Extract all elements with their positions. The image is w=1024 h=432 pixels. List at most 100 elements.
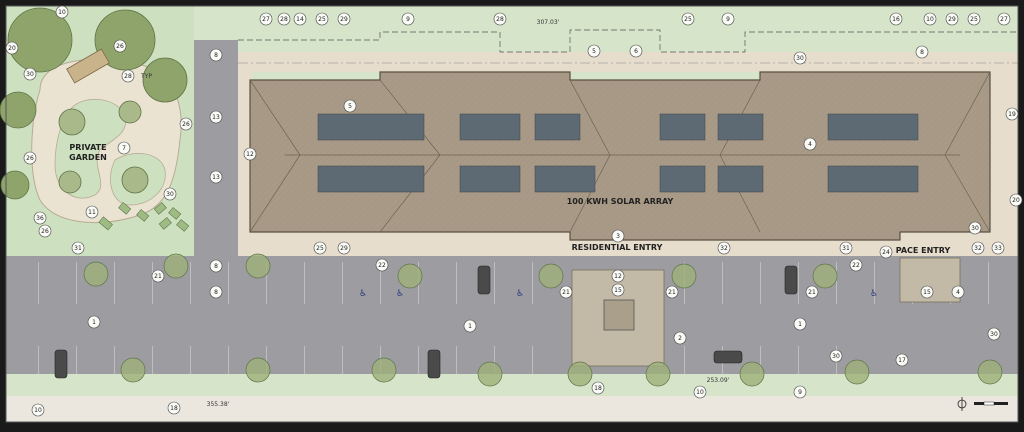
callout-circle: [375, 258, 389, 272]
callout-c13b: 13: [209, 170, 223, 184]
callout-number: 31: [842, 245, 850, 252]
callout-c5b: 5: [343, 99, 357, 113]
callout-number: 29: [340, 16, 348, 23]
drawing-border: [5, 5, 1019, 423]
callout-number: 27: [1000, 16, 1008, 23]
callout-c13a: 13: [209, 110, 223, 124]
callout-c25c: 25: [967, 12, 981, 26]
callout-circle: [673, 331, 687, 345]
callout-c20b: 20: [1009, 193, 1023, 207]
callout-circle: [343, 99, 357, 113]
callout-circle: [611, 283, 625, 297]
callout-circle: [829, 349, 843, 363]
callout-circle: [117, 141, 131, 155]
callout-circle: [1009, 193, 1023, 207]
callout-circle: [923, 12, 937, 26]
callout-c27b: 27: [997, 12, 1011, 26]
callout-number: 5: [592, 48, 596, 55]
private-garden-label-1: PRIVATE: [69, 143, 106, 152]
callout-circle: [31, 403, 45, 417]
callout-circle: [611, 269, 625, 283]
callout-number: 21: [154, 273, 162, 280]
callout-number: 36: [36, 215, 44, 222]
callout-number: 29: [948, 16, 956, 23]
callout-circle: [163, 187, 177, 201]
callout-circle: [55, 5, 69, 19]
north-arrow-icon: [957, 397, 967, 411]
callout-number: 19: [1008, 111, 1016, 118]
callout-circle: [209, 259, 223, 273]
callout-c26b: 26: [23, 151, 37, 165]
callout-number: 5: [348, 103, 352, 110]
callout-number: 15: [614, 287, 622, 294]
callout-circle: [71, 241, 85, 255]
callout-number: 10: [34, 407, 42, 414]
property-line: [238, 29, 1018, 53]
callout-circle: [879, 245, 893, 259]
callout-c12b: 12: [611, 269, 625, 283]
callout-circle: [23, 151, 37, 165]
callout-number: 18: [594, 385, 602, 392]
street-edge: [6, 396, 1018, 422]
callout-c30d: 30: [968, 221, 982, 235]
callout-circle: [401, 12, 415, 26]
callout-circle: [967, 12, 981, 26]
callout-number: 25: [970, 16, 978, 23]
callout-c4b: 4: [951, 285, 965, 299]
callout-c28c: 28: [493, 12, 507, 26]
callout-number: 1: [92, 319, 96, 326]
callout-number: 22: [378, 262, 386, 269]
callout-c25d: 25: [313, 241, 327, 255]
dimension-bottom-left: 355.38': [207, 401, 230, 408]
callout-circle: [167, 401, 181, 415]
callout-number: 8: [920, 49, 924, 56]
callout-c31b: 31: [839, 241, 853, 255]
solar-panels: [317, 113, 919, 193]
callout-number: 25: [318, 16, 326, 23]
callout-number: 25: [684, 16, 692, 23]
callout-c32b: 32: [971, 241, 985, 255]
callout-c1a: 1: [87, 315, 101, 329]
callout-number: 9: [798, 389, 802, 396]
callout-circle: [665, 285, 679, 299]
callout-c4a: 4: [803, 137, 817, 151]
callout-circle: [243, 147, 257, 161]
callout-c9c: 9: [793, 385, 807, 399]
callout-circle: [915, 45, 929, 59]
callout-c12a: 12: [243, 147, 257, 161]
callout-number: 13: [212, 174, 220, 181]
callout-number: 25: [316, 245, 324, 252]
callout-c8a: 8: [209, 48, 223, 62]
callout-number: 11: [88, 209, 96, 216]
callout-circle: [793, 385, 807, 399]
callout-circle: [803, 137, 817, 151]
callout-number: 4: [956, 289, 960, 296]
callout-number: 10: [696, 389, 704, 396]
callout-c10a: 10: [55, 5, 69, 19]
callout-c14: 14: [293, 12, 307, 26]
callout-number: 28: [496, 16, 504, 23]
callout-number: 14: [296, 16, 304, 23]
callout-circle: [920, 285, 934, 299]
callout-circle: [945, 12, 959, 26]
callout-c25b: 25: [681, 12, 695, 26]
callout-circle: [209, 285, 223, 299]
callout-c5a: 5: [587, 44, 601, 58]
callout-number: 8: [214, 52, 218, 59]
callout-c3: 3: [611, 229, 625, 243]
residential-entry-label: RESIDENTIAL ENTRY: [572, 243, 663, 252]
callout-number: 26: [182, 121, 190, 128]
callout-circle: [1005, 107, 1019, 121]
callout-circle: [277, 12, 291, 26]
callout-circle: [971, 241, 985, 255]
callout-c19: 19: [1005, 107, 1019, 121]
callout-c10d: 10: [31, 403, 45, 417]
callout-c29a: 29: [337, 12, 351, 26]
callout-number: 27: [262, 16, 270, 23]
callout-number: 9: [406, 16, 410, 23]
roof-ridges: [249, 71, 991, 233]
garden-planters: [98, 202, 190, 232]
callout-number: 12: [246, 151, 254, 158]
callout-c22b: 22: [849, 258, 863, 272]
